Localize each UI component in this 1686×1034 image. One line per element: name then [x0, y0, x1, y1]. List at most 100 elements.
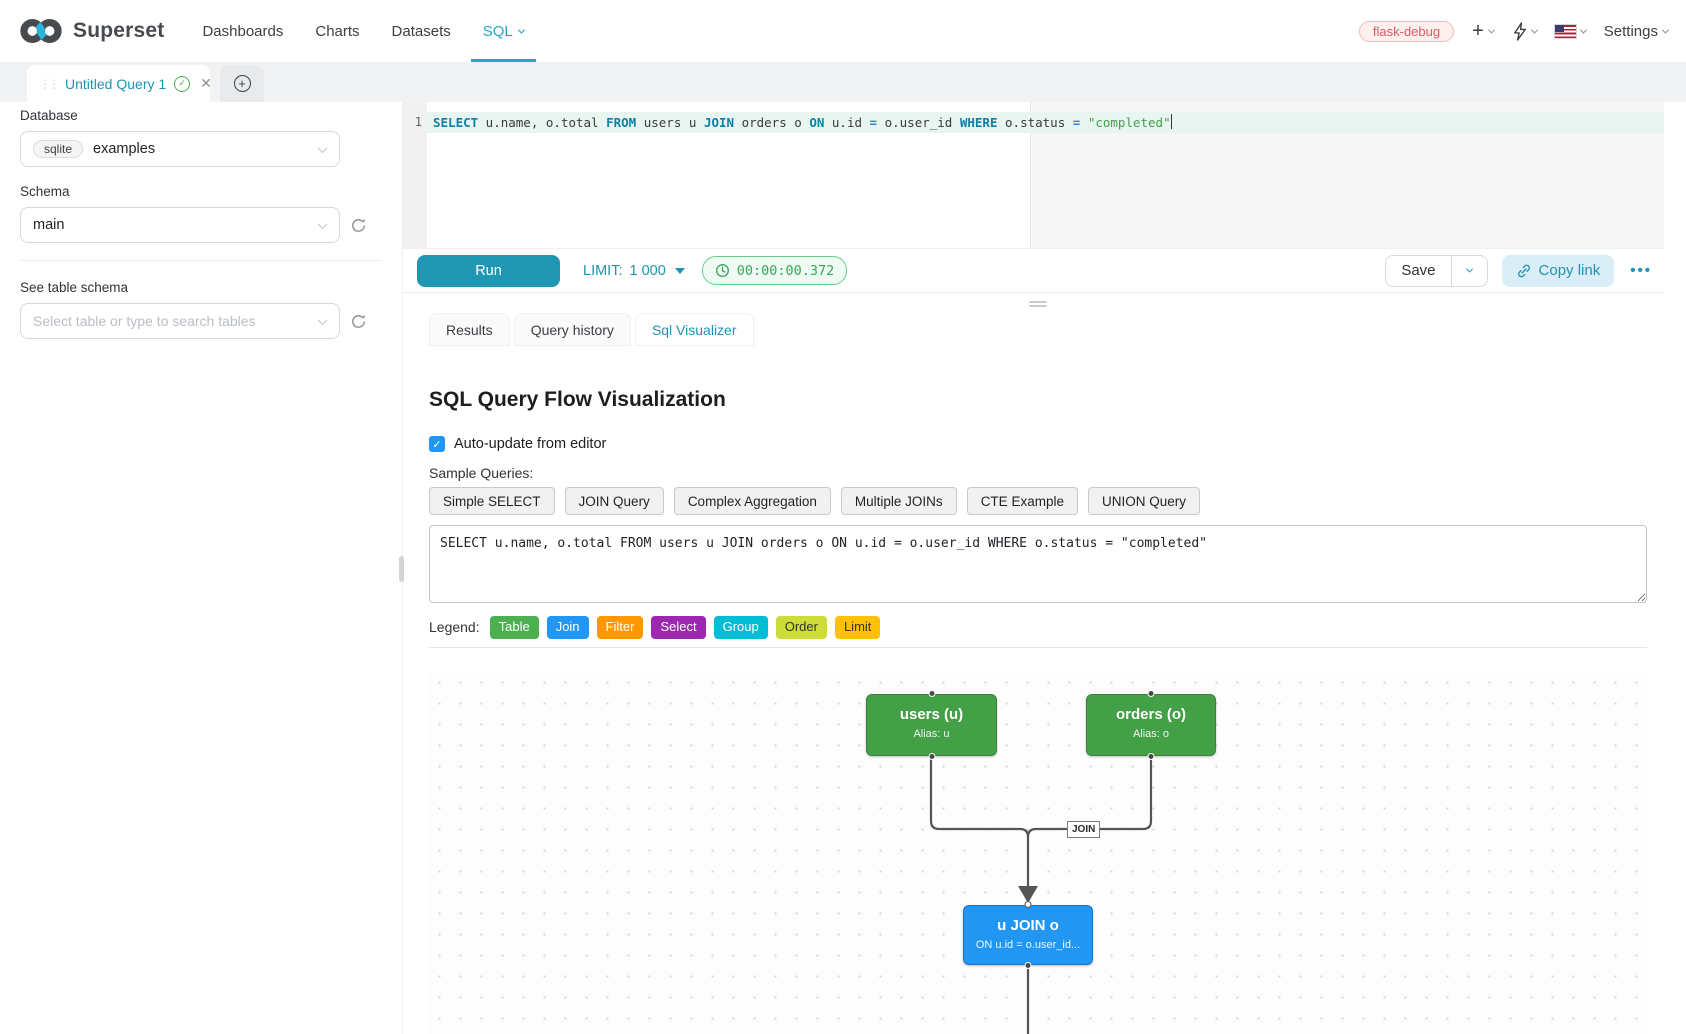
sql-token: FROM	[606, 115, 637, 130]
chevron-down-icon	[317, 315, 328, 326]
sample-query-button[interactable]: UNION Query	[1087, 487, 1200, 515]
nav-item-label: Dashboards	[202, 22, 284, 40]
node-port[interactable]	[1024, 961, 1032, 969]
lightning-icon	[1513, 21, 1526, 41]
editor-gutter: 1	[403, 102, 427, 248]
saved-check-icon: ✓	[174, 75, 191, 92]
limit-dropdown[interactable]: LIMIT: 1 000	[583, 263, 685, 279]
us-flag-icon	[1553, 23, 1577, 39]
query-tab[interactable]: ⋮⋮ Untitled Query 1 ✓ ✕	[27, 65, 212, 102]
table-select-placeholder: Select table or type to search tables	[33, 313, 256, 329]
sql-token: u.name, o.total	[478, 115, 607, 130]
env-badge: flask-debug	[1358, 20, 1455, 42]
settings-label: Settings	[1603, 22, 1658, 40]
flow-node-users[interactable]: users (u) Alias: u	[866, 689, 997, 760]
sql-token: users u	[636, 115, 704, 130]
save-button[interactable]: Save	[1385, 254, 1452, 287]
language-picker[interactable]	[1553, 23, 1587, 39]
database-select[interactable]: sqlite examples	[20, 131, 340, 167]
legend-chip-limit: Limit	[834, 616, 881, 639]
node-title: orders (o)	[1115, 705, 1186, 723]
sql-input[interactable]: SELECT u.name, o.total FROM users u JOIN…	[429, 525, 1647, 603]
close-tab-icon[interactable]: ✕	[200, 75, 212, 91]
query-search-button[interactable]	[1512, 21, 1538, 41]
new-query-tab-button[interactable]: +	[220, 65, 264, 102]
legend-chip-filter: Filter	[596, 616, 644, 639]
nav-item-label: SQL	[482, 22, 513, 40]
text-cursor-icon	[1170, 114, 1172, 129]
nav-item-sql[interactable]: SQL	[467, 0, 540, 62]
chevron-down-icon	[1465, 265, 1473, 273]
run-button[interactable]: Run	[417, 254, 560, 287]
tab-sql-visualizer[interactable]: Sql Visualizer	[634, 313, 754, 346]
tab-results[interactable]: Results	[429, 313, 510, 346]
flow-node-orders[interactable]: orders (o) Alias: o	[1086, 689, 1216, 760]
nav-menu: Dashboards Charts Datasets SQL	[186, 0, 539, 62]
superset-logo[interactable]: Superset	[18, 17, 164, 45]
sample-queries-buttons: Simple SELECT JOIN Query Complex Aggregati…	[429, 487, 1647, 515]
settings-menu[interactable]: Settings	[1603, 22, 1670, 40]
plus-circle-icon: +	[233, 75, 251, 92]
table-select[interactable]: Select table or type to search tables	[20, 303, 340, 339]
sql-token: JOIN	[703, 115, 735, 130]
node-subtitle: Alias: u	[913, 727, 950, 740]
more-actions-button[interactable]: •••	[1630, 262, 1652, 279]
sidebar-resize-handle[interactable]	[399, 556, 404, 582]
sample-query-button[interactable]: CTE Example	[966, 487, 1078, 515]
nav-item-label: Datasets	[391, 22, 451, 40]
refresh-icon	[351, 314, 366, 328]
editor-active-line	[427, 112, 1664, 133]
clock-icon	[715, 264, 729, 277]
auto-update-label: Auto-update from editor	[454, 436, 607, 452]
sql-token: o.status	[997, 115, 1073, 130]
top-navbar: Superset Dashboards Charts Datasets SQL fla…	[0, 0, 1686, 62]
refresh-tables-button[interactable]	[350, 313, 367, 330]
node-port[interactable]	[928, 689, 935, 697]
chevron-down-icon	[1487, 26, 1495, 34]
node-port[interactable]	[1024, 900, 1032, 908]
new-item-button[interactable]: +	[1472, 21, 1495, 41]
node-subtitle: ON u.id = o.user_id...	[975, 938, 1081, 951]
drag-handle-icon[interactable]: ⋮⋮	[39, 76, 60, 91]
sql-token: =	[869, 115, 878, 130]
page-title: SQL Query Flow Visualization	[429, 388, 726, 411]
chevron-down-icon	[317, 143, 328, 154]
flow-canvas[interactable]: users (u) Alias: u orders (o) Alias: o u…	[429, 671, 1647, 1034]
sample-query-button[interactable]: Multiple JOINs	[840, 487, 957, 515]
database-value: examples	[93, 141, 156, 157]
copy-link-button[interactable]: Copy link	[1501, 254, 1615, 287]
flow-edges	[929, 755, 1153, 1034]
schema-value: main	[33, 217, 65, 233]
node-subtitle: Alias: o	[1132, 727, 1170, 740]
legend-chip-select: Select	[651, 616, 706, 639]
save-dropdown-button[interactable]	[1451, 254, 1488, 287]
sql-editor-line[interactable]: SELECT u.name, o.total FROM users u JOIN…	[433, 112, 1172, 133]
database-type-badge: sqlite	[33, 140, 84, 158]
main-area: 1 SELECT u.name, o.total FROM users u JO…	[403, 102, 1686, 1034]
sample-query-button[interactable]: Simple SELECT	[429, 487, 555, 515]
auto-update-checkbox[interactable]: ✓	[429, 436, 445, 452]
schema-label: Schema	[20, 184, 70, 199]
sql-editor[interactable]: 1 SELECT u.name, o.total FROM users u JO…	[403, 102, 1664, 248]
nav-item-datasets[interactable]: Datasets	[376, 0, 467, 62]
nav-item-dashboards[interactable]: Dashboards	[186, 0, 299, 62]
legend-chip-order: Order	[775, 616, 827, 639]
panel-resize-handle[interactable]	[1029, 301, 1047, 307]
refresh-schemas-button[interactable]	[350, 217, 367, 234]
chevron-down-icon	[1661, 26, 1670, 34]
flow-node-join[interactable]: u JOIN o ON u.id = o.user_id...	[963, 900, 1093, 969]
nav-right-group: flask-debug + Settings	[1358, 20, 1670, 42]
limit-label: LIMIT:	[583, 262, 623, 279]
sample-query-button[interactable]: JOIN Query	[564, 487, 664, 515]
nav-item-charts[interactable]: Charts	[299, 0, 375, 62]
database-label: Database	[20, 108, 78, 123]
node-port[interactable]	[1147, 689, 1155, 697]
tab-query-history[interactable]: Query history	[513, 313, 631, 346]
editor-toolbar: Run LIMIT: 1 000 00:00:00.372 Save	[403, 248, 1664, 293]
sample-query-button[interactable]: Complex Aggregation	[673, 487, 831, 515]
link-icon	[1517, 264, 1530, 277]
schema-select[interactable]: main	[20, 207, 340, 243]
node-port[interactable]	[928, 752, 935, 760]
node-port[interactable]	[1147, 752, 1155, 760]
